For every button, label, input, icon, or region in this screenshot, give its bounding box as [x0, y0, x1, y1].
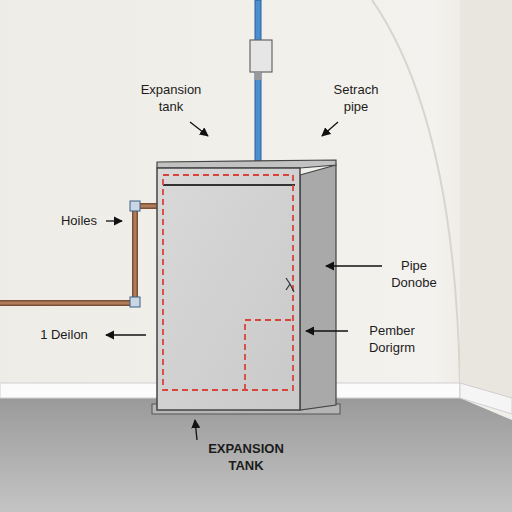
part-label: Hoiles: [44, 212, 114, 229]
cabinet-lid-edge: [163, 184, 295, 186]
part-label: Pember Dorigrm: [357, 322, 427, 356]
cabinet-top: [157, 160, 336, 168]
baseboard: [460, 383, 512, 414]
cabinet-side: [300, 165, 336, 410]
leader-arrow: [190, 122, 208, 136]
side-wall: [460, 0, 512, 400]
cabinet-latch: [286, 278, 294, 292]
pipe-fitting: [255, 72, 261, 80]
copper-pipe: [0, 206, 160, 303]
leader-arrow: [322, 122, 338, 136]
leader-arrow: [106, 334, 146, 335]
part-label: Setrach pipe: [321, 81, 391, 115]
cabinet-front: [157, 168, 300, 410]
leader-arrow: [106, 220, 122, 221]
dashed-outline: [163, 175, 293, 390]
part-label: 1 Deilon: [24, 326, 104, 343]
part-label: Pipe Donobe: [384, 257, 444, 291]
part-label: Expansion tank: [131, 81, 211, 115]
floor: [0, 398, 512, 512]
title-label: EXPANSION TANK: [196, 440, 296, 474]
leader-arrow: [306, 330, 348, 331]
pipe-joint: [130, 297, 140, 307]
copper-pipe: [0, 206, 160, 303]
dashed-outline: [245, 320, 293, 390]
leader-arrow: [195, 420, 197, 440]
pipe-fitting-box: [250, 40, 272, 72]
leader-arrow: [326, 265, 382, 266]
supply-pipe: [255, 0, 261, 168]
pipe-joint: [130, 201, 140, 211]
